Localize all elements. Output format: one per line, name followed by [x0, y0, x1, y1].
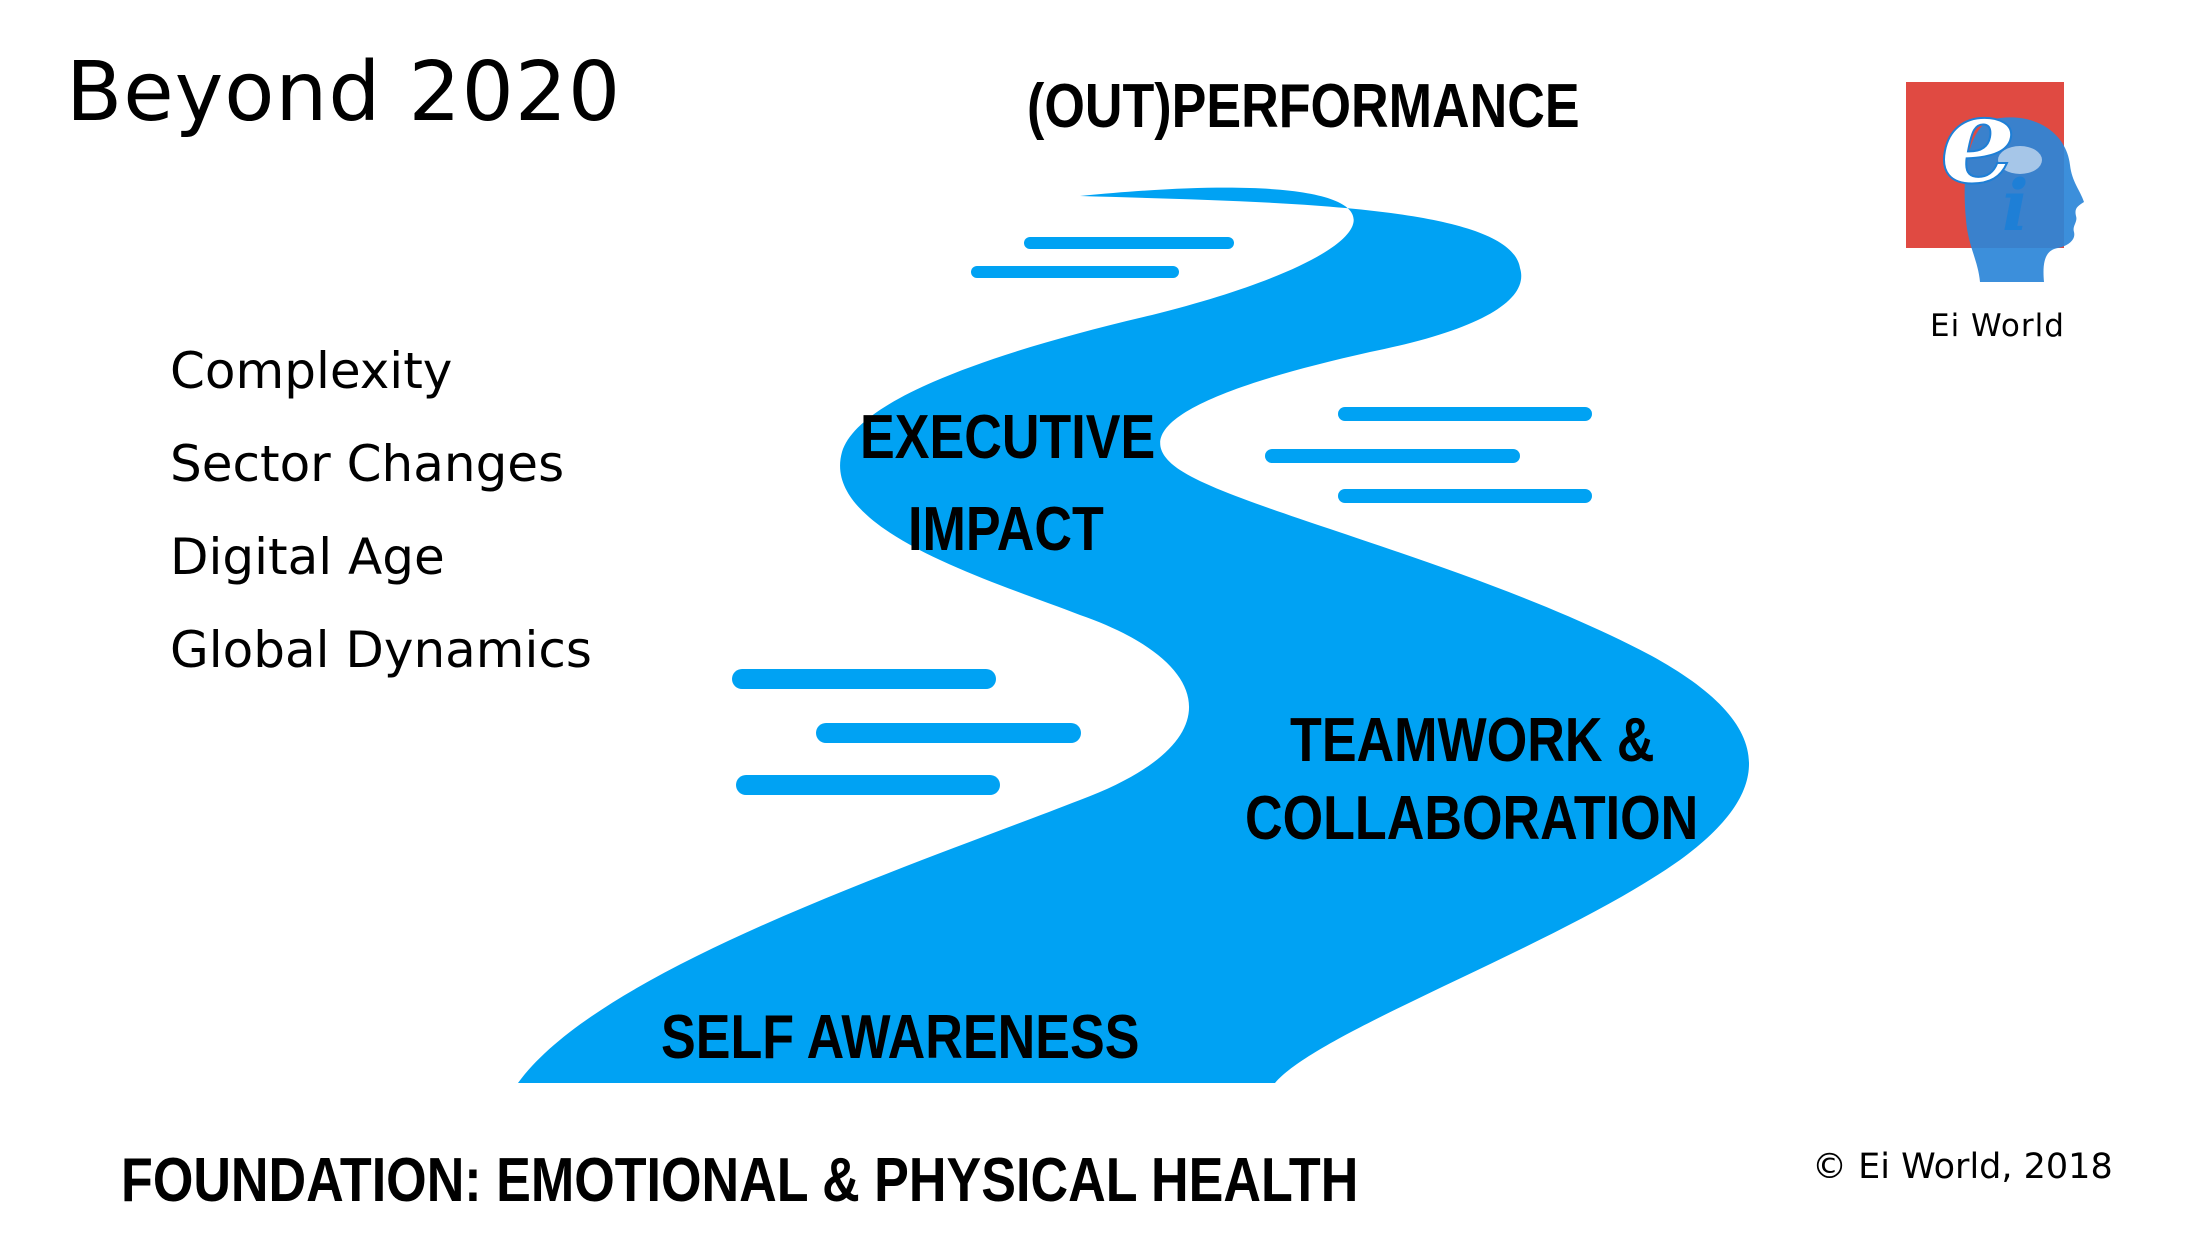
- self-awareness-label: SELF AWARENESS: [661, 1003, 1140, 1072]
- teamwork-label-line2: COLLABORATION: [1245, 784, 1699, 853]
- factor-item: Digital Age: [170, 528, 445, 586]
- ei-world-logo: e i Ei World: [1870, 70, 2140, 350]
- logo-text: Ei World: [1930, 308, 2065, 344]
- factor-item: Global Dynamics: [170, 621, 592, 679]
- teamwork-label: TEAMWORK &: [1290, 706, 1655, 775]
- logo-letter-i: i: [2002, 164, 2029, 247]
- copyright-text: © Ei World, 2018: [1812, 1147, 2113, 1187]
- winding-path: [518, 187, 1750, 1083]
- foundation-label: FOUNDATION: EMOTIONAL & PHYSICAL HEALTH: [121, 1146, 1359, 1215]
- executive-impact-label: EXECUTIVE: [860, 403, 1156, 472]
- factor-list: Complexity Sector Changes Digital Age Gl…: [170, 336, 592, 708]
- factor-item: Sector Changes: [170, 435, 565, 493]
- top-label: (OUT)PERFORMANCE: [1027, 72, 1580, 141]
- motion-lines: [732, 237, 1592, 795]
- executive-impact-label-line2: IMPACT: [908, 495, 1104, 564]
- logo-letter-e: e: [1940, 70, 2016, 211]
- profile-head-icon: [1964, 117, 2084, 282]
- factor-item: Complexity: [170, 342, 453, 400]
- slide-title: Beyond 2020: [66, 45, 622, 140]
- head-highlight: [1998, 146, 2042, 174]
- logo-graphic: e i: [1906, 70, 2084, 282]
